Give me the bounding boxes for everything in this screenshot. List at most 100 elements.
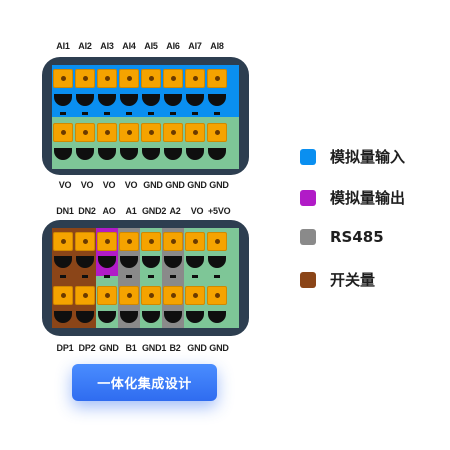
integrated-design-button[interactable]: 一体化集成设计 — [72, 364, 217, 401]
terminal-socket — [208, 148, 226, 160]
top-block-top-labels: AI1 AI2 AI3 AI4 AI5 AI6 AI7 AI8 — [52, 41, 228, 51]
legend-item-analog-output: 模拟量输出 — [300, 187, 405, 208]
terminal-label: +5VO — [208, 206, 231, 216]
terminal-socket — [98, 148, 116, 160]
terminal-label: AI4 — [122, 41, 136, 51]
terminal-divider — [148, 112, 154, 115]
terminal-socket — [120, 256, 138, 268]
screw-terminal — [53, 232, 73, 251]
terminal-label: GND1 — [142, 343, 167, 353]
legend-label: 模拟量输出 — [330, 189, 406, 207]
terminal-label: GND — [187, 180, 207, 190]
terminal-divider — [104, 112, 110, 115]
screw-terminal — [53, 69, 73, 88]
terminal-divider — [192, 112, 198, 115]
terminal-socket — [142, 311, 160, 323]
legend-swatch — [300, 148, 316, 165]
screw-terminal — [207, 123, 227, 142]
terminal-label: AI3 — [100, 41, 114, 51]
terminal-label: DN2 — [78, 206, 96, 216]
screw-terminal — [97, 286, 117, 305]
terminal-label: GND2 — [142, 206, 167, 216]
terminal-label: VO — [80, 180, 94, 190]
legend-label: 开关量 — [330, 271, 376, 289]
screw-terminal — [119, 232, 139, 251]
screw-terminal — [207, 232, 227, 251]
terminal-label: GND — [143, 180, 163, 190]
terminal-label: AI6 — [166, 41, 180, 51]
terminal-divider — [214, 275, 220, 278]
screw-terminal — [141, 232, 161, 251]
terminal-socket — [186, 94, 204, 106]
screw-terminal — [185, 123, 205, 142]
legend-item-rs485: RS485 — [300, 228, 384, 246]
analog-terminal-block — [42, 57, 249, 175]
terminal-socket — [208, 311, 226, 323]
terminal-socket — [54, 311, 72, 323]
mixed-terminal-block — [42, 220, 249, 336]
terminal-socket — [76, 94, 94, 106]
terminal-socket — [142, 148, 160, 160]
terminal-divider — [104, 275, 110, 278]
terminal-divider — [60, 275, 66, 278]
terminal-label: B2 — [169, 343, 181, 353]
terminal-socket — [98, 94, 116, 106]
terminal-divider — [170, 112, 176, 115]
screw-terminal — [75, 232, 95, 251]
screw-terminal — [141, 69, 161, 88]
screw-terminal — [97, 232, 117, 251]
screw-terminal — [141, 286, 161, 305]
terminal-socket — [76, 148, 94, 160]
terminal-socket — [120, 311, 138, 323]
bottom-block-bottom-labels: DP1 DP2 GND B1 GND1 B2 GND GND — [54, 343, 230, 353]
screw-terminal — [75, 69, 95, 88]
terminal-socket — [120, 94, 138, 106]
terminal-label: GND — [209, 180, 229, 190]
terminal-socket — [76, 256, 94, 268]
screw-terminal — [185, 232, 205, 251]
legend-swatch — [300, 189, 316, 206]
terminal-divider — [60, 112, 66, 115]
bottom-block-top-labels: DN1 DN2 AO A1 GND2 A2 VO +5VO — [54, 206, 230, 216]
terminal-socket — [164, 148, 182, 160]
terminal-label: DP2 — [78, 343, 96, 353]
terminal-divider — [214, 112, 220, 115]
terminal-divider — [148, 275, 154, 278]
terminal-label: A2 — [169, 206, 181, 216]
terminal-socket — [142, 256, 160, 268]
terminal-divider — [126, 112, 132, 115]
terminal-socket — [98, 256, 116, 268]
terminal-label: DP1 — [56, 343, 74, 353]
legend-label: 模拟量输入 — [330, 148, 406, 166]
terminal-socket — [186, 311, 204, 323]
terminal-socket — [54, 256, 72, 268]
screw-terminal — [163, 232, 183, 251]
terminal-socket — [164, 94, 182, 106]
top-block-bottom-labels: VO VO VO VO GND GND GND GND — [54, 180, 230, 190]
legend-swatch — [300, 229, 316, 245]
screw-terminal — [163, 123, 183, 142]
screw-terminal — [163, 286, 183, 305]
screw-terminal — [119, 286, 139, 305]
terminal-label: VO — [124, 180, 138, 190]
terminal-label: AI7 — [188, 41, 202, 51]
terminal-label: B1 — [125, 343, 137, 353]
terminal-label: GND — [99, 343, 119, 353]
terminal-label: AI5 — [144, 41, 158, 51]
screw-terminal — [53, 123, 73, 142]
terminal-socket — [164, 311, 182, 323]
terminal-socket — [208, 94, 226, 106]
legend-label: RS485 — [330, 228, 384, 246]
terminal-socket — [142, 94, 160, 106]
screw-terminal — [163, 69, 183, 88]
screw-terminal — [185, 69, 205, 88]
terminal-label: AI2 — [78, 41, 92, 51]
terminal-socket — [208, 256, 226, 268]
terminal-socket — [186, 148, 204, 160]
screw-terminal — [185, 286, 205, 305]
screw-terminal — [75, 123, 95, 142]
terminal-label: VO — [58, 180, 72, 190]
screw-terminal — [75, 286, 95, 305]
screw-terminal — [207, 69, 227, 88]
terminal-socket — [54, 148, 72, 160]
